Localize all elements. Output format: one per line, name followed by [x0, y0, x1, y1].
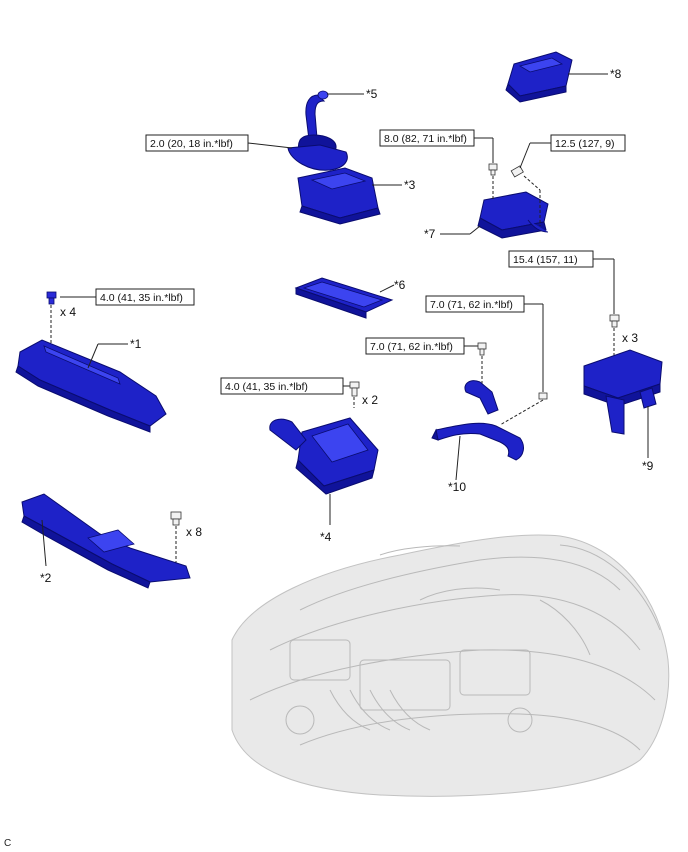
svg-text:2.0 (20, 18 in.*lbf): 2.0 (20, 18 in.*lbf)	[150, 138, 233, 150]
bolt-x2	[349, 381, 360, 408]
corner-code: C	[4, 838, 11, 849]
bolt-7-0-a	[499, 392, 548, 426]
bolt-7-0-b	[477, 342, 487, 388]
part-10-hose-bracket: *10	[431, 342, 548, 494]
part-1-air-intake-duct: x 4 *1	[15, 291, 167, 433]
svg-text:15.4 (157, 11): 15.4 (157, 11)	[513, 254, 578, 266]
callout-5: *5	[366, 87, 378, 101]
callout-3: *3	[404, 178, 416, 192]
bolt-x3	[609, 314, 620, 360]
bolt-12-5	[510, 165, 541, 226]
part-4-air-cleaner-case: x 2 *4	[269, 381, 379, 544]
svg-text:4.0 (41, 35 in.*lbf): 4.0 (41, 35 in.*lbf)	[225, 381, 308, 393]
svg-text:4.0 (41, 35 in.*lbf): 4.0 (41, 35 in.*lbf)	[100, 292, 183, 304]
svg-text:7.0 (71, 62 in.*lbf): 7.0 (71, 62 in.*lbf)	[370, 341, 453, 353]
qty-x4: x 4	[60, 305, 76, 319]
callout-8: *8	[610, 67, 622, 81]
part-3-air-cleaner-cap: *3	[287, 144, 416, 225]
svg-text:7.0 (71, 62 in.*lbf): 7.0 (71, 62 in.*lbf)	[430, 299, 513, 311]
svg-text:12.5 (127, 9): 12.5 (127, 9)	[555, 138, 615, 150]
torque-spec-8-0: 8.0 (82, 71 in.*lbf)	[379, 129, 494, 163]
engine-bay-illustration	[231, 534, 670, 797]
part-9-battery-tray: x 3 *9	[583, 314, 663, 473]
part-8-relay-box-cover: *8	[505, 51, 622, 103]
callout-9: *9	[642, 459, 654, 473]
qty-x3: x 3	[622, 331, 638, 345]
callout-2: *2	[40, 571, 52, 585]
part-6-filter-element: *6	[294, 277, 406, 319]
callout-10: *10	[448, 480, 466, 494]
torque-spec-7-0-a: 7.0 (71, 62 in.*lbf)	[425, 295, 544, 392]
svg-text:8.0 (82, 71 in.*lbf): 8.0 (82, 71 in.*lbf)	[384, 133, 467, 145]
torque-spec-7-0-b: 7.0 (71, 62 in.*lbf)	[365, 337, 484, 355]
callout-6: *6	[394, 278, 406, 292]
torque-spec-4-0-a: 4.0 (41, 35 in.*lbf)	[60, 288, 195, 306]
torque-spec-15-4: 15.4 (157, 11)	[508, 250, 615, 314]
torque-spec-2-0: 2.0 (20, 18 in.*lbf)	[145, 134, 293, 152]
qty-x8: x 8	[186, 525, 202, 539]
callout-7: *7	[424, 227, 436, 241]
bolt-x8	[170, 511, 182, 572]
bolt-8-0	[488, 163, 498, 200]
part-7-ecm-bracket: *7	[424, 163, 549, 241]
qty-x2: x 2	[362, 393, 378, 407]
callout-1: *1	[130, 337, 142, 351]
torque-spec-12-5: 12.5 (127, 9)	[519, 134, 626, 169]
torque-spec-4-0-b: 4.0 (41, 35 in.*lbf)	[220, 377, 352, 395]
callout-4: *4	[320, 530, 332, 544]
part-2-cowl-seal: x 8 *2	[21, 493, 202, 589]
